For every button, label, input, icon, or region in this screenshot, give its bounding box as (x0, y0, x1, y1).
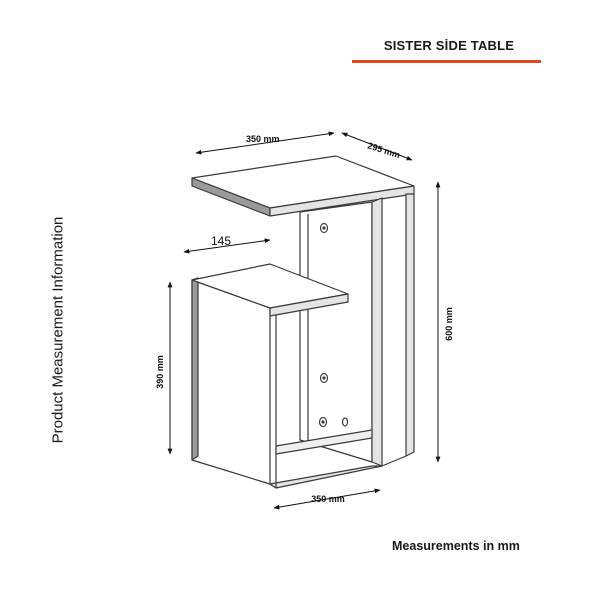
dim-total-height: 600 mm (444, 307, 454, 341)
middle-shelf (191, 263, 349, 317)
dim-lower-height: 390 mm (155, 355, 165, 389)
dim-top-width: 350 mm (246, 134, 280, 144)
dim-depth: 295 mm (366, 140, 401, 160)
fixing-holes (318, 222, 349, 428)
product-title: SISTER SİDE TABLE (383, 38, 515, 53)
dim-shelf-offset: 145 (211, 234, 231, 248)
measurements-note: Measurements in mm (392, 539, 520, 553)
back-frame (299, 193, 415, 467)
top-panel (191, 155, 415, 217)
title-underline (352, 60, 541, 63)
dim-base-width: 350 mm (311, 494, 345, 504)
